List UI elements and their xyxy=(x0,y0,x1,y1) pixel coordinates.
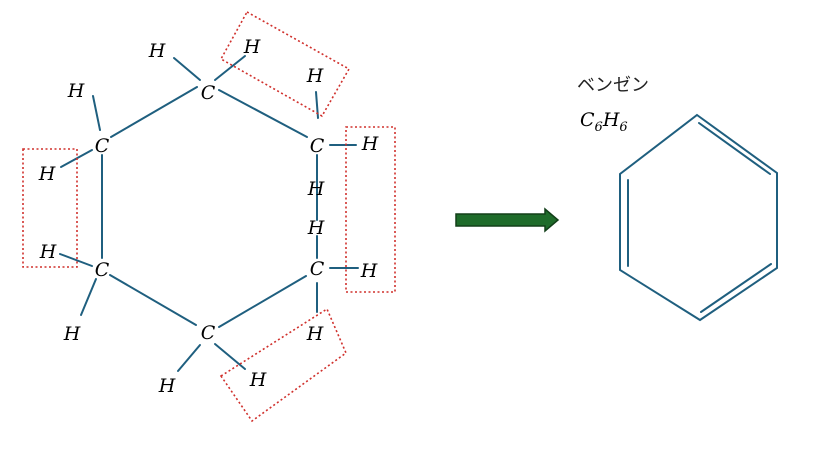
formula-carbon-count: 6 xyxy=(595,120,603,135)
hydrogen-atom: H xyxy=(307,217,325,239)
bond-c1-c6 xyxy=(218,89,308,138)
carbon-atom-1: C xyxy=(201,82,216,104)
benzene-ring xyxy=(619,113,778,322)
highlight-box-left xyxy=(22,148,78,268)
right-arrow xyxy=(455,207,560,233)
highlight-box-bottom-right xyxy=(219,307,347,423)
hydrogen-atom: H xyxy=(63,323,81,345)
carbon-atom-2: C xyxy=(95,135,110,157)
benzene-name-label: ベンゼン xyxy=(577,75,649,96)
formula-hydrogen-count: 6 xyxy=(619,120,627,135)
hydrogen-atom: H xyxy=(39,241,57,263)
bond-c4-h-left xyxy=(177,344,201,372)
bond-c3-h-top xyxy=(59,253,93,267)
benzene-structure: ベンゼン C6H6 xyxy=(577,75,778,322)
bond-c3-c4 xyxy=(109,274,197,326)
hydrogen-atom: H xyxy=(249,369,267,391)
benzene-double-bond-top-right xyxy=(698,122,771,175)
carbon-atom-4: C xyxy=(201,322,216,344)
bond-c4-h-right xyxy=(214,343,246,370)
bond-c1-c2 xyxy=(110,86,198,138)
hydrogen-atom: H xyxy=(158,375,176,397)
hydrogen-atom: H xyxy=(360,260,378,282)
bond-c3-h-bottom xyxy=(80,278,97,316)
benzene-double-bond-bottom-right xyxy=(700,263,772,313)
hydrogen-atom: H xyxy=(306,323,324,345)
hydrogen-atom: H xyxy=(148,40,166,62)
hydrogen-atom: H xyxy=(361,133,379,155)
carbon-atom-3: C xyxy=(95,259,110,281)
carbon-atom-5: C xyxy=(310,258,325,280)
bond-c5-c4 xyxy=(218,275,307,328)
carbon-atom-6: C xyxy=(310,135,325,157)
formula-carbon: C xyxy=(580,109,595,131)
highlight-box-top-right xyxy=(219,10,351,118)
hydrocarbon-structure: C C C C C C H H H H H H H H H H H H H H xyxy=(22,10,396,423)
bond-c1-h-left xyxy=(173,57,201,81)
benzene-formula: C6H6 xyxy=(580,109,628,135)
hydrogen-atom: H xyxy=(307,178,325,200)
bond-c2-h-top xyxy=(92,95,101,131)
hydrogen-atom: H xyxy=(306,65,324,87)
hydrogen-atom: H xyxy=(243,36,261,58)
hydrogen-atom: H xyxy=(67,80,85,102)
bond-c1-h-right xyxy=(214,55,246,81)
hydrogen-atom: H xyxy=(38,163,56,185)
formula-hydrogen: H xyxy=(602,109,620,131)
highlight-box-right xyxy=(345,126,396,293)
